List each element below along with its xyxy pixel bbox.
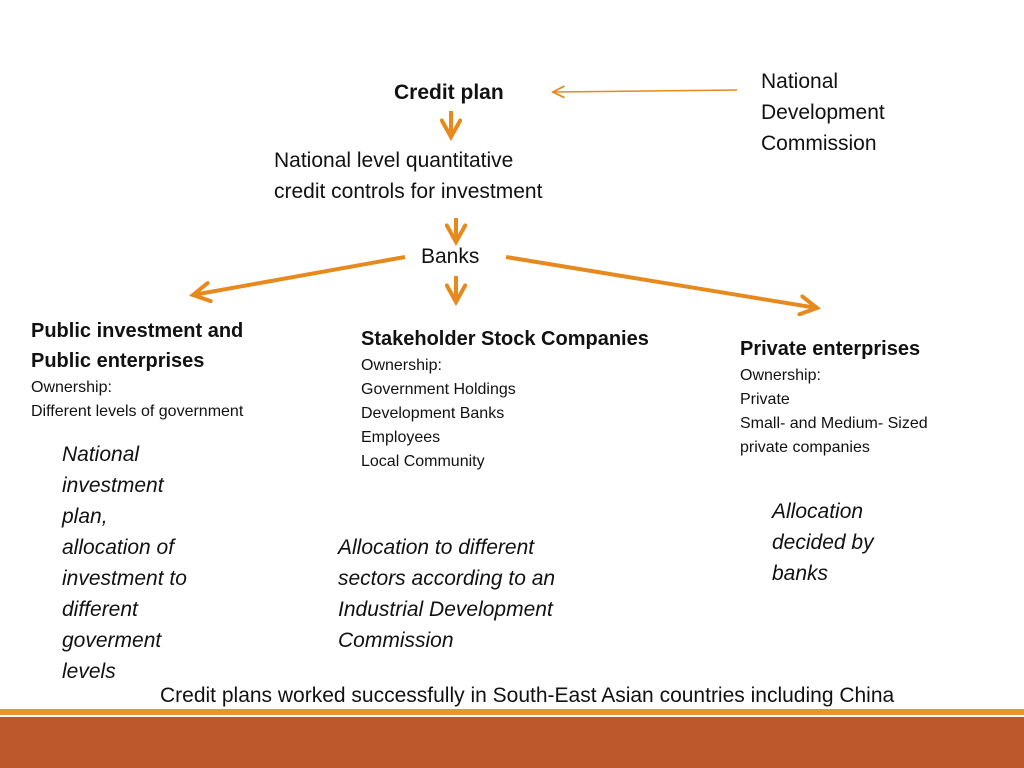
- note-line: banks: [772, 562, 829, 585]
- banks-node: Banks: [421, 245, 480, 268]
- controls-line: credit controls for investment: [274, 180, 543, 203]
- note-line: investment to: [62, 567, 187, 590]
- ownership-item: Employees: [361, 429, 441, 446]
- arrow-banks-to-public: [193, 255, 406, 295]
- ownership-item: Different levels of government: [31, 403, 244, 420]
- ownership-label: Ownership:: [361, 357, 442, 374]
- footer-accent-line: [0, 709, 1024, 715]
- commission-line: National: [761, 70, 839, 93]
- branch-title: Private enterprises: [740, 338, 921, 360]
- ownership-item: Private: [740, 391, 790, 408]
- credit-plan-node: Credit plan: [394, 81, 504, 104]
- note-line: Allocation: [772, 500, 864, 523]
- note-line: plan,: [62, 505, 108, 528]
- note-line: National: [62, 443, 140, 466]
- ownership-label: Ownership:: [740, 367, 821, 384]
- ownership-item: Local Community: [361, 453, 485, 470]
- footer-statement: Credit plans worked successfully in Sout…: [160, 684, 895, 707]
- note-line: allocation of: [62, 536, 175, 559]
- private-enterprises-block: Private enterprises Ownership: Private S…: [740, 334, 928, 460]
- branch-title: Public investment and: [31, 320, 244, 342]
- note-line: different: [62, 598, 138, 621]
- arrow-banks-to-private: [505, 255, 817, 308]
- ownership-item: Small- and Medium- Sized: [740, 415, 928, 432]
- ownership-label: Ownership:: [31, 379, 112, 396]
- note-line: sectors according to an: [338, 567, 556, 590]
- note-line: Commission: [338, 629, 454, 652]
- public-allocation-note: National investment plan, allocation of …: [62, 439, 187, 687]
- commission-line: Commission: [761, 132, 877, 155]
- note-line: Allocation to different: [338, 536, 535, 559]
- arrow-commission-to-plan: [554, 90, 738, 92]
- ownership-item: private companies: [740, 439, 870, 456]
- private-allocation-note: Allocation decided by banks: [772, 496, 874, 589]
- note-line: decided by: [772, 531, 874, 554]
- commission-line: Development: [761, 101, 885, 124]
- ownership-item: Development Banks: [361, 405, 505, 422]
- branch-title: Stakeholder Stock Companies: [361, 328, 649, 350]
- footer-band: [0, 717, 1024, 768]
- stakeholder-companies-block: Stakeholder Stock Companies Ownership: G…: [361, 324, 649, 474]
- credit-controls-node: National level quantitative credit contr…: [274, 145, 542, 207]
- stakeholder-allocation-note: Allocation to different sectors accordin…: [338, 532, 555, 656]
- commission-node: National Development Commission: [761, 66, 885, 159]
- ownership-item: Government Holdings: [361, 381, 516, 398]
- note-line: levels: [62, 660, 116, 683]
- controls-line: National level quantitative: [274, 149, 514, 172]
- note-line: investment: [62, 474, 164, 497]
- note-line: goverment: [62, 629, 162, 652]
- note-line: Industrial Development: [338, 598, 553, 621]
- public-enterprises-block: Public investment and Public enterprises…: [31, 316, 243, 424]
- branch-title: Public enterprises: [31, 350, 205, 372]
